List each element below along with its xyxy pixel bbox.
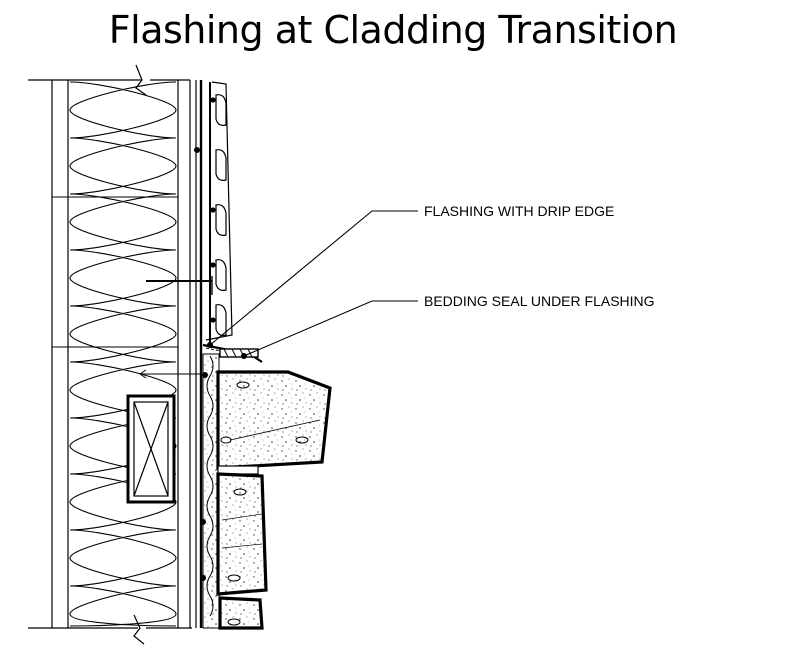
insulation-loops bbox=[69, 81, 177, 627]
callout-flashing-with-drip-edge: FLASHING WITH DRIP EDGE bbox=[424, 203, 615, 219]
upper-siding bbox=[146, 81, 233, 345]
leader-lines bbox=[206, 210, 418, 360]
diagram-title: Flashing at Cladding Transition bbox=[108, 8, 678, 52]
leader-bedding-seal bbox=[243, 300, 418, 357]
wall-frame bbox=[28, 64, 203, 645]
batt-insulation bbox=[69, 81, 177, 627]
stone-veneer bbox=[139, 353, 332, 630]
callout-bedding-seal: BEDDING SEAL UNDER FLASHING bbox=[424, 293, 655, 309]
leader-flashing bbox=[209, 210, 418, 346]
blocking bbox=[126, 394, 176, 504]
